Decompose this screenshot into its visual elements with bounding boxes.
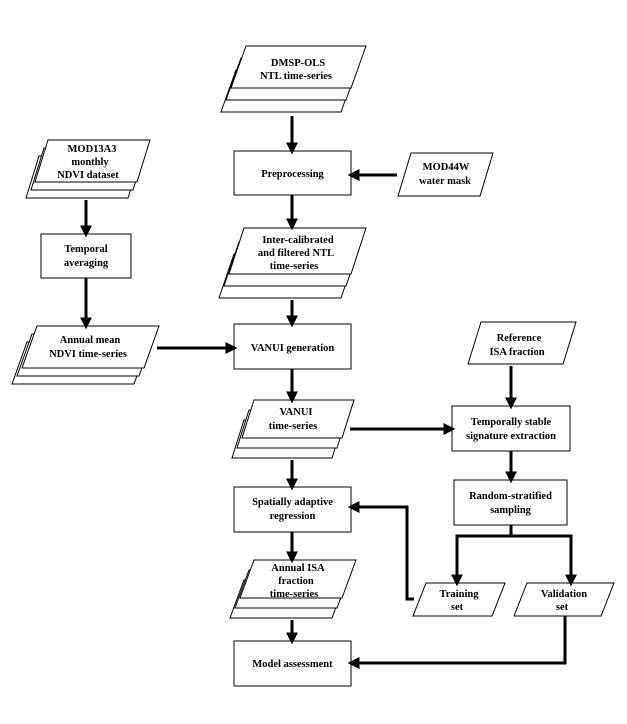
temporal-averaging-line-1: Temporal <box>64 244 107 255</box>
reference-isa-line-2: ISA fraction <box>489 347 544 358</box>
validation-line-2: set <box>556 602 569 613</box>
training-set-node: Training set <box>412 582 506 617</box>
arrow-validation-to-model-assessment <box>347 616 567 669</box>
intercalibrated-ntl-node: Inter-calibrated and filtered NTL time-s… <box>218 227 367 299</box>
random-stratified-sampling-node: Random-stratified sampling <box>453 479 568 526</box>
arrow-training-to-regression <box>347 501 414 601</box>
annual-ndvi-line-2: NDVI time-series <box>49 349 127 360</box>
annual-isa-line-2: fraction <box>278 576 314 587</box>
preprocessing-node: Preprocessing <box>233 150 352 196</box>
stable-signature-line-1: Temporally stable <box>471 417 552 428</box>
annual-isa-line-3: time-series <box>270 589 318 600</box>
vanui-generation-label: VANUI generation <box>251 343 335 354</box>
annual-mean-ndvi-node: Annual mean NDVI time-series <box>11 325 160 385</box>
dmsp-line-2: NTL time-series <box>260 71 332 82</box>
temporal-averaging-node: Temporal averaging <box>40 233 132 279</box>
temporal-averaging-line-2: averaging <box>64 258 109 269</box>
vanui-timeseries-node: VANUI time-series <box>231 399 355 459</box>
training-line-1: Training <box>440 589 480 600</box>
annual-isa-line-1: Annual ISA <box>271 563 325 574</box>
arrow-sampling-to-validation <box>511 534 577 587</box>
temporally-stable-signature-node: Temporally stable signature extraction <box>451 405 571 452</box>
spatial-regression-line-1: Spatially adaptive <box>252 497 333 508</box>
spatially-adaptive-regression-node: Spatially adaptive regression <box>233 486 352 533</box>
mod13a3-line-3: NDVI dataset <box>57 170 119 181</box>
training-line-2: set <box>451 602 464 613</box>
dmsp-ols-ntl-node: DMSP-OLS NTL time-series <box>220 45 367 113</box>
vanui-ts-line-1: VANUI <box>279 407 312 418</box>
vanui-generation-node: VANUI generation <box>233 323 352 370</box>
arrow-sampling-to-training <box>451 525 513 587</box>
model-assessment-label: Model assessment <box>252 659 333 670</box>
intercalibrated-line-1: Inter-calibrated <box>262 235 334 246</box>
dmsp-line-1: DMSP-OLS <box>271 58 325 69</box>
reference-isa-node: Reference ISA fraction <box>467 321 577 365</box>
reference-isa-line-1: Reference <box>497 333 542 344</box>
mod13a3-line-2: monthly <box>71 157 109 168</box>
validation-set-node: Validation set <box>513 582 615 617</box>
mod13a3-line-1: MOD13A3 <box>68 144 117 155</box>
mod13a3-ndvi-node: MOD13A3 monthly NDVI dataset <box>25 139 151 199</box>
annual-isa-fraction-node: Annual ISA fraction time-series <box>229 559 357 619</box>
mod44w-line-2: water mask <box>419 176 471 187</box>
random-sampling-line-1: Random-stratified <box>469 491 552 502</box>
intercalibrated-line-3: time-series <box>270 261 318 272</box>
model-assessment-node: Model assessment <box>233 640 352 687</box>
stable-signature-line-2: signature extraction <box>466 431 556 442</box>
validation-line-1: Validation <box>541 589 587 600</box>
random-sampling-line-2: sampling <box>490 505 532 516</box>
mod44w-node: MOD44W water mask <box>397 152 494 197</box>
mod44w-line-1: MOD44W <box>423 162 470 173</box>
connectors <box>80 116 577 669</box>
spatial-regression-line-2: regression <box>270 511 316 522</box>
preprocessing-label: Preprocessing <box>261 169 324 180</box>
vanui-ts-line-2: time-series <box>269 421 317 432</box>
annual-ndvi-line-1: Annual mean <box>60 335 121 346</box>
intercalibrated-line-2: and filtered NTL <box>258 248 334 259</box>
